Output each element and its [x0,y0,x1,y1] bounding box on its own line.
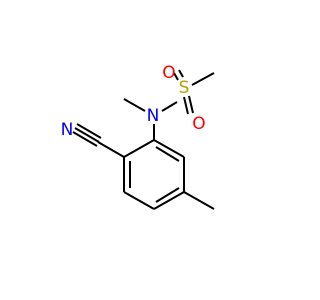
label-bg-sulfur [176,78,192,98]
label-bg-sulfonamide-n [145,106,161,126]
bond-nitrile-triple-3 [72,131,98,147]
bond-ring-c4-c5-inner [155,187,180,203]
label-bg-oxygen-top [161,63,177,83]
atom-label-sulfur: S [179,78,190,98]
label-bg-nitrile-n [59,120,75,140]
bond-nitrile-triple-2 [74,127,100,143]
bond-ring-c2-c3-inner [155,146,180,162]
bond-ring-c4-c5 [153,191,185,210]
bond-nitrile-to-ring [97,141,125,158]
bond-s-o-bottom-1 [188,95,194,114]
bond-ring-c5-c6 [123,191,155,210]
bond-s-o-top-2 [178,69,184,78]
label-bg-oxygen-bottom [191,114,207,134]
bond-n-methyl [123,98,146,112]
atom-label-sulfonamide-n: N [147,106,160,126]
bond-nitrile-triple-1 [76,123,102,139]
atom-label-oxygen-bottom: O [192,114,205,134]
bond-s-methyl [191,72,215,86]
atom-label-oxygen-top: O [162,63,175,83]
bond-s-o-top-1 [173,72,179,81]
bond-n-to-s [161,101,178,112]
atom-label-nitrile-n: N [61,120,74,140]
bond-ring-c2-c3 [153,139,185,158]
label-background-group [59,63,207,140]
atom-label-group: N N S O O [61,63,206,140]
bond-group [72,69,215,210]
bond-ring-methyl [183,191,215,210]
bond-s-o-bottom-2 [183,96,189,115]
bond-ring-c1-c2 [123,139,155,158]
molecule-structure-diagram: N N S O O [59,63,215,210]
